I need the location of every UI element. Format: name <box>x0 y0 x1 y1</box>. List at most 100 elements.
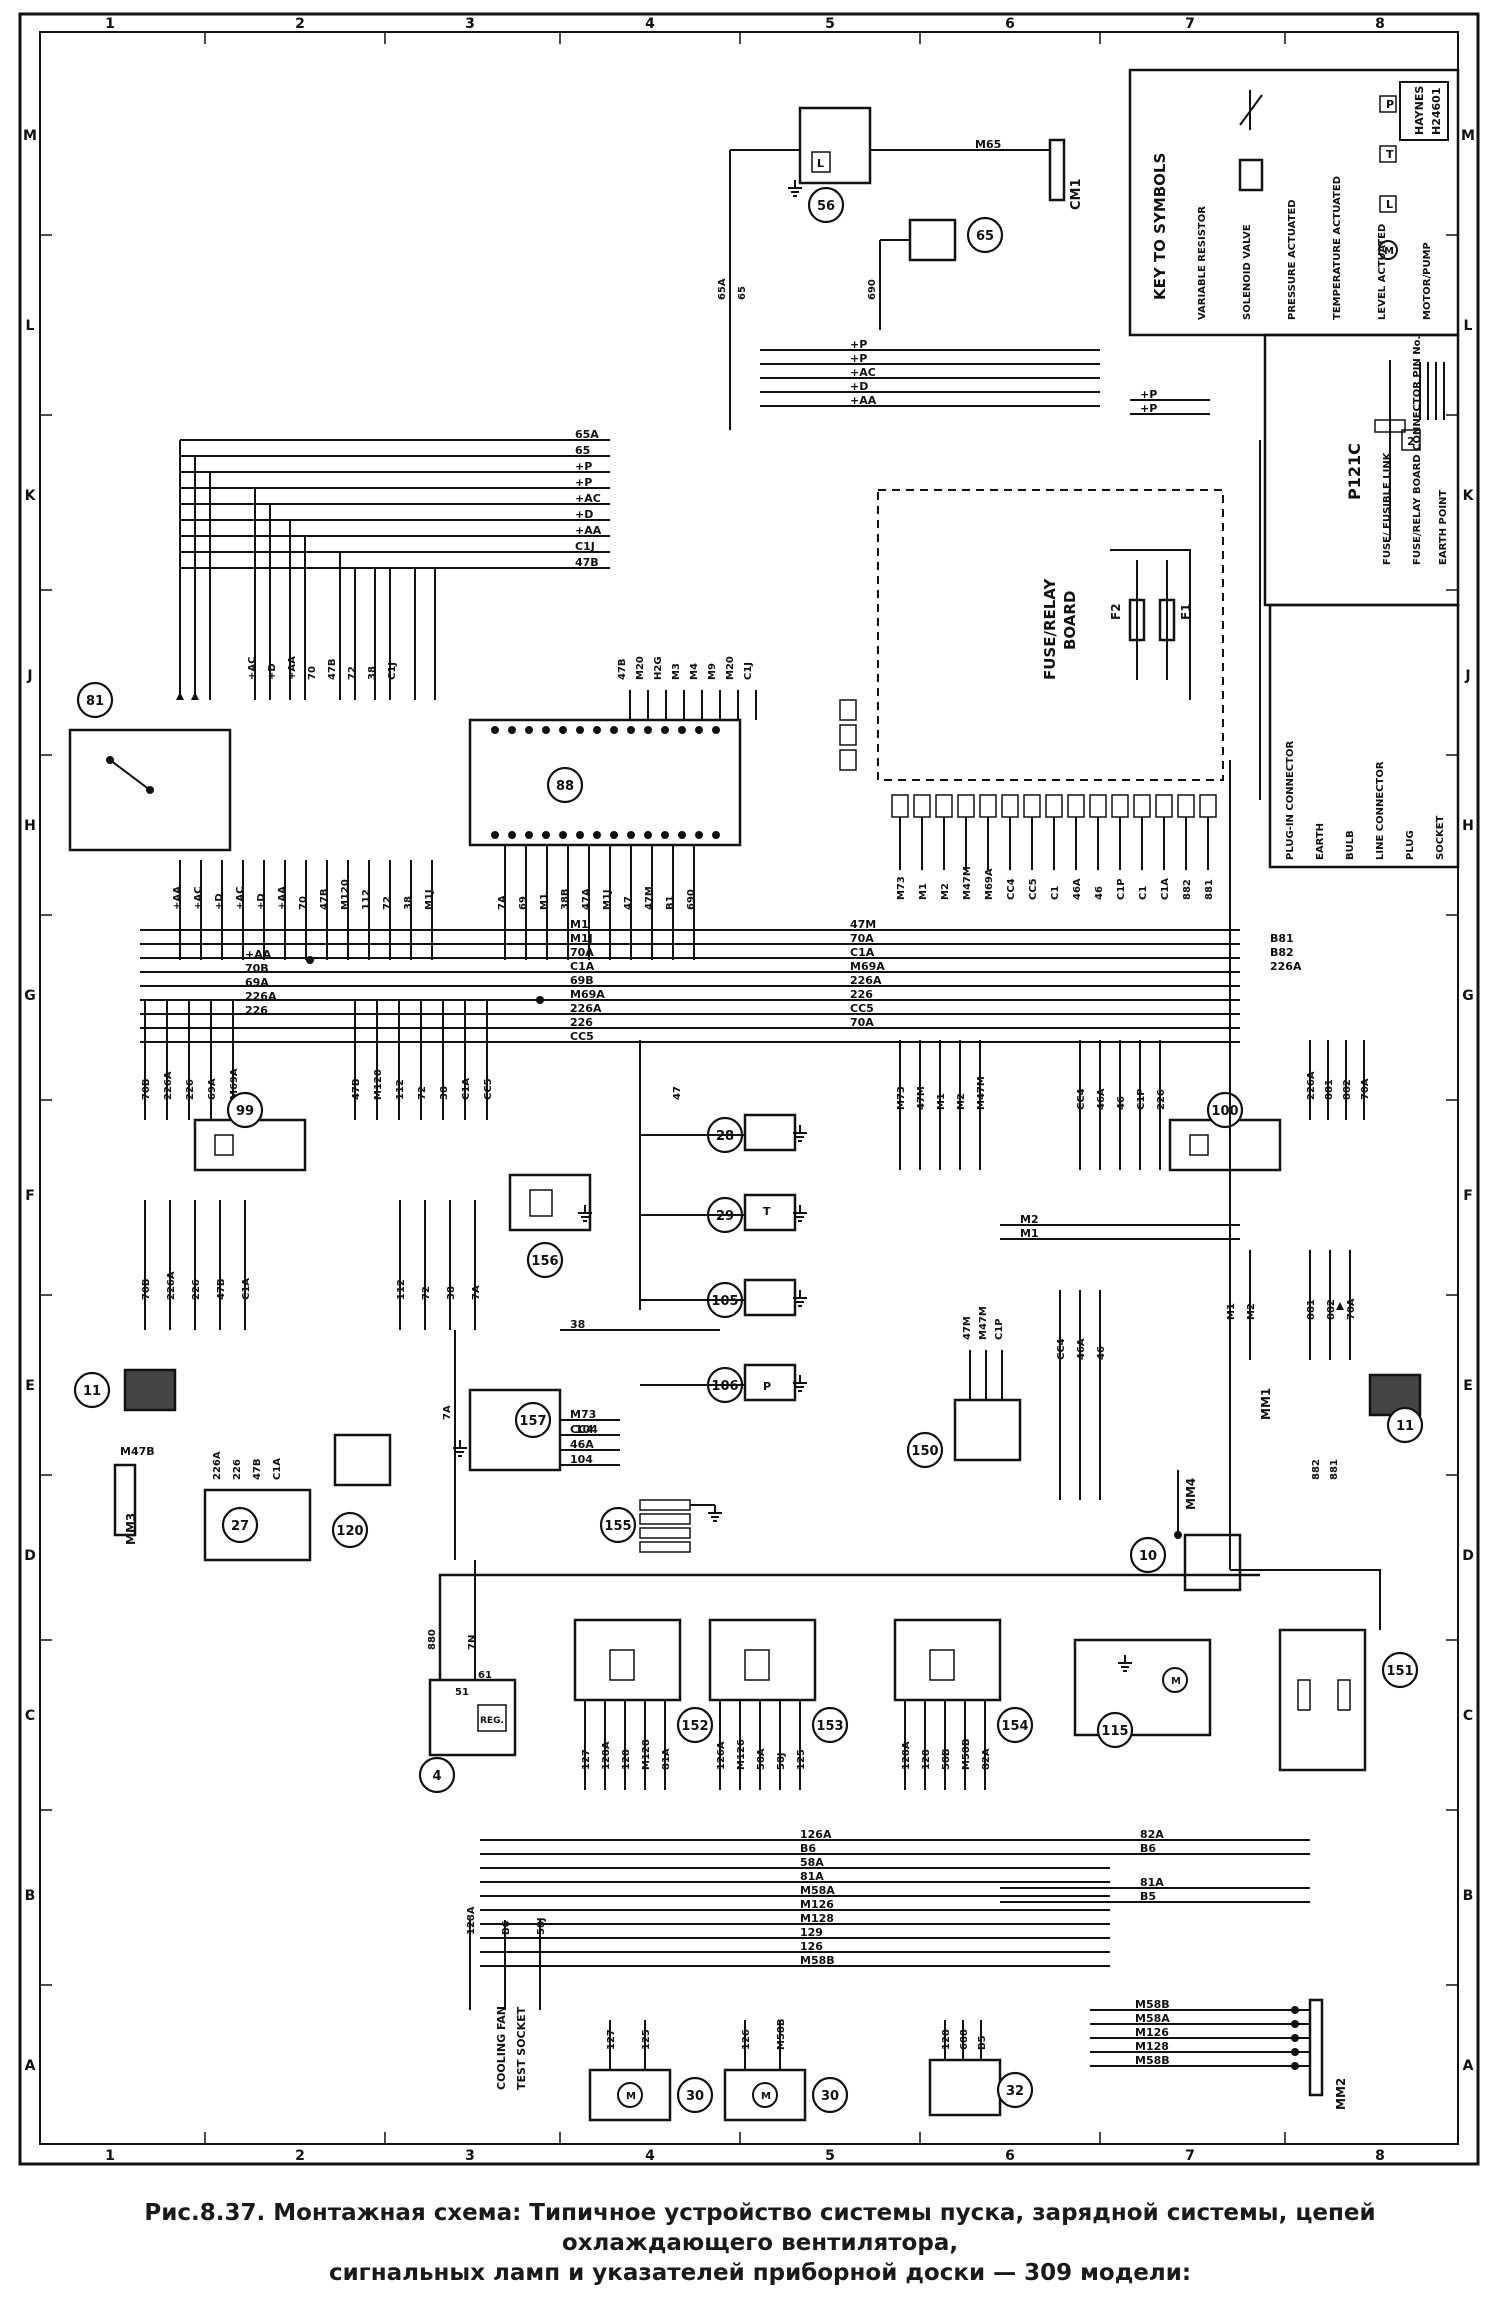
earth-symbol <box>708 1505 722 1522</box>
junction-dot <box>610 726 618 734</box>
wire-label: +D <box>256 893 267 910</box>
grid-row-label: F <box>25 1188 35 1204</box>
wire-label: 69A <box>245 976 269 989</box>
wire-label: M47B <box>120 1445 155 1458</box>
component-number: 65 <box>976 229 994 244</box>
key-brand: HAYNES <box>1413 86 1426 135</box>
wire-label: C1J <box>743 662 754 680</box>
wire-label: 7N <box>467 1635 478 1650</box>
junction-dot <box>491 831 499 839</box>
caption-line-2: сигнальных ламп и указателей приборной д… <box>328 2260 1192 2286</box>
wire-label: M47M <box>962 866 973 900</box>
wire-label: +P <box>850 338 867 351</box>
wire-label: M58B <box>961 1739 972 1771</box>
wire-label: 882 <box>1311 1459 1322 1480</box>
key-item-label: FUSE/ FUSIBLE LINK <box>1382 451 1393 565</box>
sensor-symbol-letter: M <box>1171 1676 1181 1687</box>
grid-column-label: 8 <box>1375 16 1385 32</box>
grid-row-label: A <box>25 2058 36 2074</box>
earth-symbol <box>453 1440 467 1457</box>
wire-label: 81A <box>800 1870 824 1883</box>
wire-label: M3 <box>671 663 682 680</box>
component-81-switch <box>68 728 232 852</box>
wire-label: M1 <box>539 893 550 910</box>
wire-label: 47B <box>252 1458 263 1480</box>
component-151 <box>1278 1628 1367 1772</box>
wire-label: +D <box>267 663 278 680</box>
wire-label: 72 <box>417 1086 428 1100</box>
component-number-circle <box>996 2071 1034 2109</box>
grid-column-label: 6 <box>1005 2148 1015 2164</box>
junction-dot <box>536 996 544 1004</box>
wire-label: M128 <box>800 1912 834 1925</box>
wire-label: 226 <box>245 1004 268 1017</box>
wire-label: 38B <box>560 888 571 910</box>
wire-label: +AA <box>287 656 298 680</box>
grid-row-label: B <box>25 1888 36 1904</box>
wire-label: 112 <box>361 889 372 910</box>
component-number-circle <box>811 2076 849 2114</box>
wire-label: 226 <box>850 988 873 1001</box>
wire-label: 127 <box>606 2029 617 2050</box>
wire-label: 127 <box>581 1749 592 1770</box>
wire-label: CC4 <box>1006 878 1017 900</box>
grid-column-label: 3 <box>465 16 475 32</box>
wire-label: M58A <box>1135 2012 1170 2025</box>
key-item-label: PRESSURE ACTUATED <box>1287 199 1298 320</box>
component-150 <box>953 1398 1022 1462</box>
wire-label: M1 <box>570 918 589 931</box>
key-motor-symbol <box>1378 240 1398 260</box>
grid-row-label: M <box>1461 128 1475 144</box>
resistor-bank <box>639 1499 691 1511</box>
wire-label: 70B <box>245 962 269 975</box>
key-symbol-box <box>1379 195 1397 213</box>
wire-label: +AA <box>850 394 877 407</box>
component-number: 120 <box>336 1524 363 1539</box>
wire-label: M126 <box>1135 2026 1169 2039</box>
component-number: 4 <box>432 1769 441 1784</box>
component-number: 150 <box>911 1444 938 1459</box>
caption-line-1: Рис.8.37. Монтажная схема: Типичное устр… <box>144 2200 1376 2256</box>
junction-dot <box>712 726 720 734</box>
cooling-fan-motor <box>588 2068 672 2122</box>
wire-label: 226A <box>1270 960 1302 973</box>
junction-dot <box>508 831 516 839</box>
component-number: 30 <box>821 2089 839 2104</box>
relay-pin-box <box>1001 794 1019 818</box>
wire-label: 58J <box>776 1752 787 1770</box>
wire-label: +AC <box>850 366 876 379</box>
component-number-circle <box>811 1706 849 1744</box>
key-item-label: SOCKET <box>1435 815 1446 860</box>
key-symbol-box <box>1379 145 1397 163</box>
sensor-symbol-letter: L <box>817 157 824 170</box>
wire-label: 46 <box>1116 1096 1127 1110</box>
component-27 <box>203 1488 312 1562</box>
junction-dot <box>1291 2062 1299 2070</box>
wire <box>1239 94 1263 126</box>
wire-label: 47 <box>672 1086 683 1100</box>
junction-dot <box>644 726 652 734</box>
fuse-symbol <box>1337 1679 1351 1711</box>
relay-coil <box>929 1649 955 1681</box>
connector-mm2 <box>1308 1998 1324 2097</box>
connector-label: MM4 <box>1184 1478 1198 1510</box>
component-115 <box>1073 1638 1212 1737</box>
junction-dot <box>627 831 635 839</box>
grid-column-label: 7 <box>1185 2148 1195 2164</box>
wire-label: M2 <box>956 1093 967 1110</box>
grid-column-label: 4 <box>645 2148 655 2164</box>
relay-pin-box <box>1199 794 1217 818</box>
key-item-label: LINE CONNECTOR <box>1375 761 1386 860</box>
relay-pin-box <box>979 794 997 818</box>
wire-label: M58B <box>800 1954 835 1967</box>
key-item-label: EARTH <box>1315 823 1326 860</box>
connector-label: CM1 <box>1069 178 1084 210</box>
grid-row-label: C <box>1463 1708 1473 1724</box>
grid-row-label: D <box>24 1548 36 1564</box>
junction-dot <box>644 831 652 839</box>
relay-pin-box <box>1155 794 1173 818</box>
wire-label: 69 <box>518 896 529 910</box>
component-number-circle <box>599 1506 637 1544</box>
relay-connector-pin <box>839 724 857 746</box>
wire-label: 70B <box>141 1278 152 1300</box>
